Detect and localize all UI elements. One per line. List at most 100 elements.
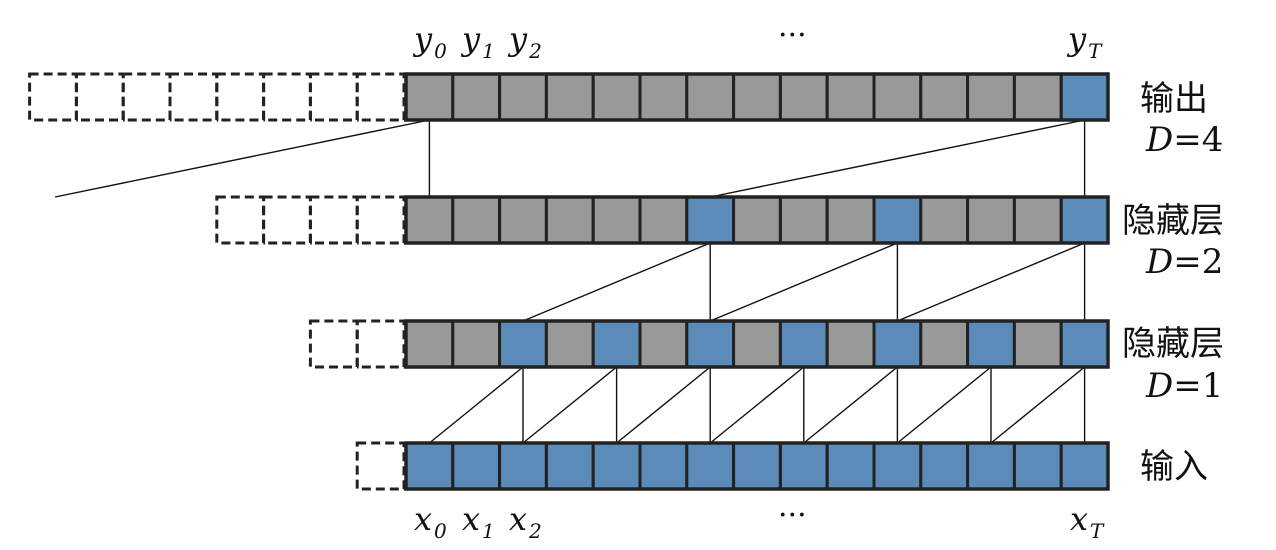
padding-cell — [355, 441, 406, 491]
padding-cell — [121, 72, 172, 122]
inactive-cell — [404, 195, 455, 245]
padding-cell — [74, 72, 125, 122]
connection-line — [803, 366, 898, 444]
active-cell — [1012, 441, 1063, 491]
active-cell — [685, 319, 736, 369]
dilation-output: D=4 — [1145, 120, 1223, 160]
connection-lines — [54, 119, 1086, 444]
active-cell — [498, 319, 548, 369]
padding-cell — [28, 72, 78, 122]
layer-titles: 输出 D=4 隐藏层 D=2 隐藏层 D=1 输入 — [1122, 79, 1224, 487]
connection-line — [709, 242, 898, 322]
inactive-cell — [498, 72, 548, 122]
inactive-cell — [732, 319, 782, 369]
layer-row-frame — [404, 319, 1110, 369]
active-cell — [778, 319, 829, 369]
padding-cell — [262, 195, 312, 245]
inactive-cell — [778, 72, 829, 122]
inactive-cell — [591, 195, 642, 245]
active-cell — [919, 441, 970, 491]
inactive-cell — [919, 195, 970, 245]
active-cell — [1059, 319, 1110, 369]
inactive-cell — [451, 319, 502, 369]
inactive-cell — [919, 72, 970, 122]
connection-line — [522, 366, 618, 444]
inactive-cell — [544, 319, 595, 369]
active-cell — [544, 441, 595, 491]
connection-line — [897, 242, 1085, 322]
connection-line — [990, 366, 1086, 444]
inactive-cell — [591, 72, 642, 122]
padding-cell — [308, 319, 359, 369]
inactive-cell — [638, 72, 689, 122]
inactive-cell — [451, 195, 502, 245]
inactive-cell — [825, 72, 876, 122]
connection-line — [616, 366, 711, 444]
inactive-cell — [732, 72, 782, 122]
active-cell — [966, 441, 1016, 491]
active-cell — [872, 319, 923, 369]
connection-line — [709, 366, 805, 444]
inactive-cell — [544, 72, 595, 122]
active-cell — [732, 441, 782, 491]
layer-name-hidden1: 隐藏层 — [1122, 324, 1224, 364]
padding-cell — [262, 72, 312, 122]
inactive-cell — [544, 195, 595, 245]
inactive-cell — [498, 195, 548, 245]
active-cell — [591, 441, 642, 491]
active-cell — [872, 195, 923, 245]
connection-line — [522, 242, 711, 322]
connection-line — [428, 366, 524, 444]
inactive-cell — [919, 319, 970, 369]
padding-cell — [168, 72, 219, 122]
active-cell — [1059, 441, 1110, 491]
active-cell — [498, 441, 548, 491]
inactive-cell — [451, 72, 502, 122]
inactive-cell — [732, 195, 782, 245]
active-cell — [778, 441, 829, 491]
inactive-cell — [778, 195, 829, 245]
active-cell — [451, 441, 502, 491]
connection-line — [54, 119, 430, 198]
layer-row-frame — [404, 72, 1110, 122]
inactive-cell — [1012, 72, 1063, 122]
padding-cell — [215, 72, 266, 122]
inactive-cell — [966, 72, 1016, 122]
inactive-cell — [825, 195, 876, 245]
connection-line — [710, 119, 1085, 198]
inactive-cell — [825, 319, 876, 369]
inactive-cell — [1012, 195, 1063, 245]
padding-cell — [355, 195, 406, 245]
inactive-cell — [404, 72, 455, 122]
layer-name-hidden2: 隐藏层 — [1122, 201, 1224, 241]
inactive-cell — [872, 72, 923, 122]
active-cell — [1059, 195, 1110, 245]
connection-line — [896, 366, 992, 444]
layer-name-input: 输入 — [1140, 447, 1208, 487]
active-cell — [638, 441, 689, 491]
active-cell — [591, 319, 642, 369]
padding-cell — [308, 72, 359, 122]
padding-cell — [355, 319, 406, 369]
padding-cell — [308, 195, 359, 245]
active-cell — [825, 441, 876, 491]
layer-row-frame — [404, 441, 1110, 491]
dilation-hidden1: D=1 — [1145, 366, 1223, 406]
active-cell — [685, 195, 736, 245]
layer-cells — [28, 72, 1110, 491]
input-ellipsis: ··· — [778, 498, 807, 533]
active-cell — [404, 441, 455, 491]
dilation-hidden2: D=2 — [1145, 242, 1223, 282]
inactive-cell — [638, 195, 689, 245]
